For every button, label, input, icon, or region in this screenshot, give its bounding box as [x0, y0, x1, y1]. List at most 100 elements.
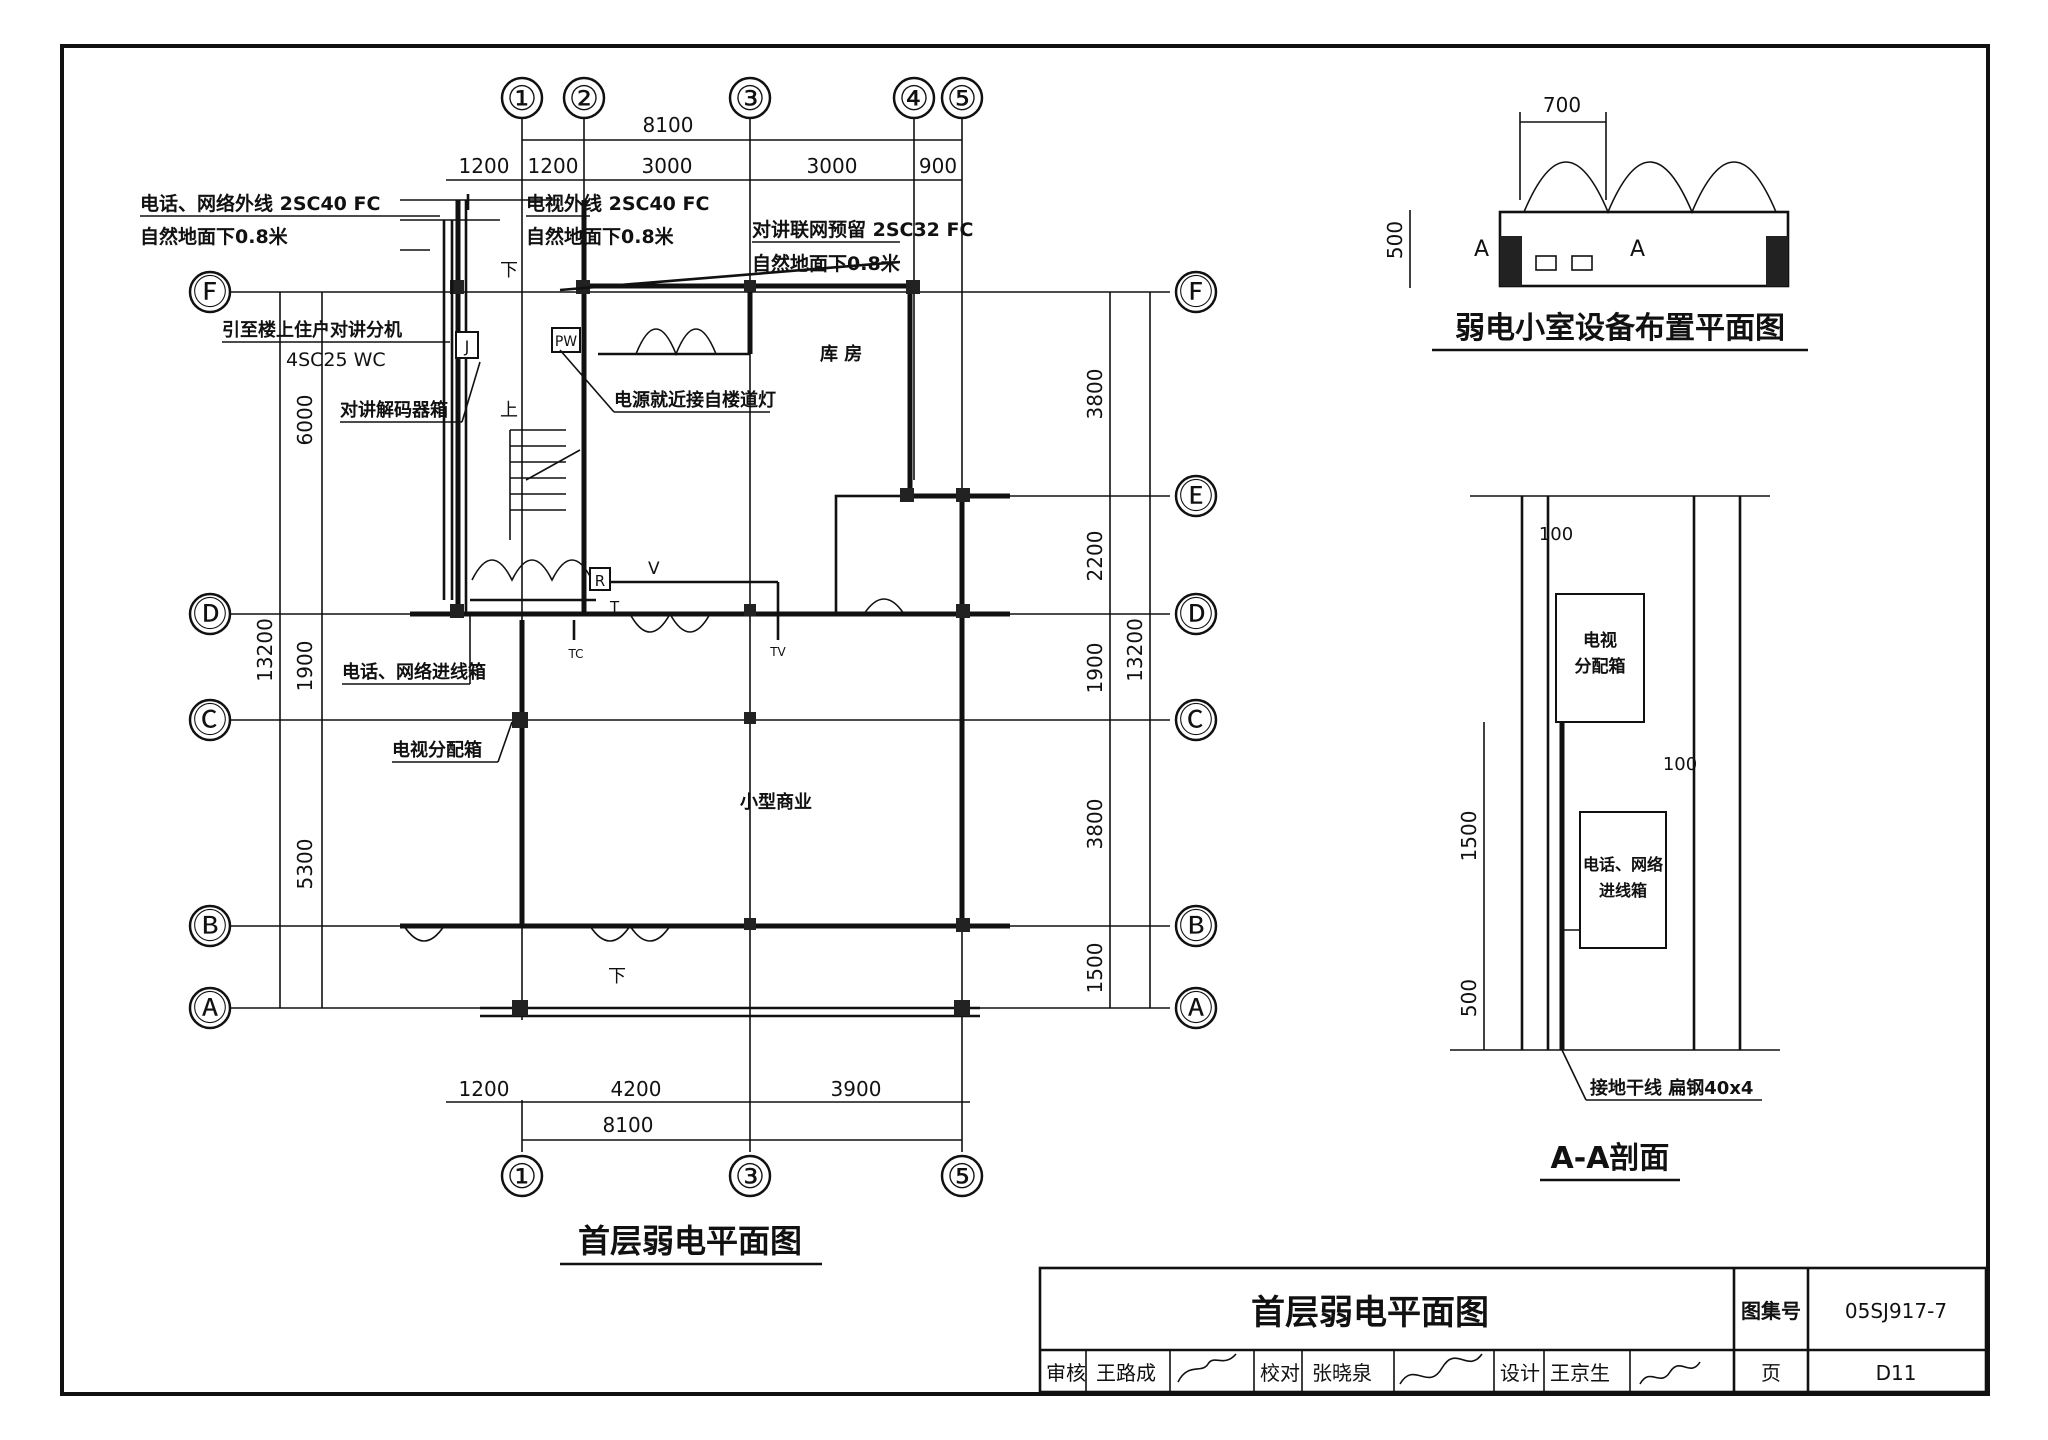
mark-pw: PW [555, 334, 577, 350]
section-tv-box [1555, 593, 1645, 723]
note-tv-line: 电视外线 2SC40 FC [526, 192, 709, 215]
note-intercom-depth: 自然地面下0.8米 [752, 252, 901, 275]
dim-top-1200a: 1200 [459, 154, 510, 178]
room-shop: 小型商业 [740, 791, 812, 813]
dim-top-3000a: 3000 [642, 154, 693, 178]
dim-right-1500: 1500 [1083, 943, 1107, 994]
dim-right-2200: 2200 [1083, 531, 1107, 582]
dim-top-900: 900 [919, 154, 957, 178]
axis-left-D: Ⓓ [193, 595, 227, 635]
page-label: 页 [1761, 1361, 1781, 1385]
mark-r: R [595, 572, 605, 590]
main-floor-plan: ① ② ③ ④ ⑤ 8100 1200 1200 3000 3000 900 Ⓕ… [140, 76, 1218, 1266]
review-label: 审核 [1046, 1361, 1086, 1385]
dim-top-total: 8100 [643, 113, 694, 137]
door-swings [403, 328, 905, 942]
dim-top-3000b: 3000 [807, 154, 858, 178]
note-intercom-line: 对讲联网预留 2SC32 FC [752, 218, 973, 241]
section-phone-box-line2: 进线箱 [1599, 881, 1647, 900]
dim-left-total: 13200 [253, 618, 277, 682]
mark-v: V [648, 559, 660, 579]
note-upstairs-conduit: 4SC25 WC [286, 349, 386, 371]
dim-right-3800b: 3800 [1083, 799, 1107, 850]
section-ground-note: 接地干线 扁钢40x4 [1590, 1077, 1753, 1099]
dim-bottom-3900: 3900 [831, 1077, 882, 1101]
title-block-drawing-title: 首层弱电平面图 [1251, 1293, 1489, 1333]
reviewer-signature [1177, 1353, 1237, 1383]
room-dim-500: 500 [1383, 221, 1407, 259]
section-dim-1500: 1500 [1457, 811, 1481, 862]
design-label: 设计 [1500, 1361, 1540, 1385]
axis-right-B: Ⓑ [1179, 907, 1213, 947]
dim-right-3800a: 3800 [1083, 369, 1107, 420]
dim-bottom-1200: 1200 [459, 1077, 510, 1101]
note-phone-line: 电话、网络外线 2SC40 FC [140, 192, 380, 215]
axis-left-B: Ⓑ [193, 907, 227, 947]
axis-bottom-5: ⑤ [947, 1157, 977, 1197]
title-block: 首层弱电平面图 图集号 05SJ917-7 页 D11 审核 王路成 校对 张晓… [1038, 1266, 1988, 1394]
dim-left-1900: 1900 [293, 641, 317, 692]
checker-name: 张晓泉 [1312, 1361, 1372, 1385]
note-phone-depth: 自然地面下0.8米 [140, 225, 289, 248]
axis-top-3: ③ [735, 79, 765, 119]
section-dim-500: 500 [1457, 979, 1481, 1017]
dim-left-6000: 6000 [293, 395, 317, 446]
section-dim-gap: 100 [1663, 754, 1697, 775]
axis-left-A: Ⓐ [193, 989, 227, 1029]
box-r [589, 567, 611, 591]
designer-signature [1639, 1361, 1701, 1385]
note-tv-box: 电视分配箱 [392, 739, 482, 761]
section-tv-box-line1: 电视 [1583, 630, 1617, 651]
axis-bottom-3: ③ [735, 1157, 765, 1197]
room-dim-700: 700 [1543, 93, 1581, 117]
axis-top-4: ④ [899, 79, 929, 119]
axis-bottom-1: ① [507, 1157, 537, 1197]
note-stair-light: 电源就近接自楼道灯 [614, 389, 776, 411]
axis-bubbles-right: Ⓕ Ⓔ Ⓓ Ⓒ Ⓑ Ⓐ [1174, 270, 1218, 1030]
dim-top-1200b: 1200 [528, 154, 579, 178]
dim-left-5300: 5300 [293, 839, 317, 890]
axis-top-2: ② [569, 79, 599, 119]
stair-up: 上 [500, 400, 518, 421]
section-phone-box [1579, 811, 1667, 949]
axis-right-F: Ⓕ [1179, 273, 1213, 313]
axis-right-D: Ⓓ [1179, 595, 1213, 635]
section-title: A-A剖面 [1551, 1141, 1670, 1176]
section-dim-wall: 100 [1539, 524, 1573, 545]
dim-right-1900: 1900 [1083, 643, 1107, 694]
section-phone-box-line1: 电话、网络 [1583, 855, 1663, 874]
main-plan-title: 首层弱电平面图 [578, 1222, 802, 1260]
room-storage: 库 房 [820, 343, 862, 365]
reviewer-name: 王路成 [1096, 1361, 1156, 1385]
section-tv-box-line2: 分配箱 [1575, 656, 1626, 677]
axis-right-C: Ⓒ [1179, 701, 1213, 741]
axis-bubbles-top: ① ② ③ ④ ⑤ [500, 76, 984, 120]
designer-name: 王京生 [1550, 1361, 1610, 1385]
note-decoder-box: 对讲解码器箱 [340, 399, 448, 421]
axis-bubbles-left: Ⓕ Ⓓ Ⓒ Ⓑ Ⓐ [188, 270, 232, 1030]
sheet-border [60, 44, 1990, 1396]
axis-left-C: Ⓒ [193, 701, 227, 741]
structural-columns [450, 280, 970, 1016]
note-upstairs-intercom: 引至楼上住户对讲分机 [222, 319, 402, 341]
axis-top-1: ① [507, 79, 537, 119]
dim-bottom-total: 8100 [603, 1113, 654, 1137]
staircase [509, 429, 581, 540]
section-a-a: 电视 分配箱 电话、网络 进线箱 100 100 1500 500 接地干线 扁… [1450, 495, 1780, 1182]
atlas-label: 图集号 [1741, 1299, 1801, 1323]
axis-right-E: Ⓔ [1179, 477, 1213, 517]
note-phone-box: 电话、网络进线箱 [342, 661, 486, 683]
wiring-lines [400, 194, 901, 640]
dim-bottom-4200: 4200 [611, 1077, 662, 1101]
stair-down: 下 [500, 260, 518, 281]
page-number: D11 [1876, 1361, 1917, 1385]
axis-left-F: Ⓕ [193, 273, 227, 313]
mark-j: J [464, 337, 470, 356]
building-walls [400, 200, 1010, 1018]
entry-down: 下 [608, 966, 626, 987]
room-plan-title: 弱电小室设备布置平面图 [1455, 311, 1785, 346]
axis-right-A: Ⓐ [1179, 989, 1213, 1029]
mark-t: T [609, 598, 620, 616]
axis-bubbles-bottom: ① ③ ⑤ [500, 1154, 984, 1198]
